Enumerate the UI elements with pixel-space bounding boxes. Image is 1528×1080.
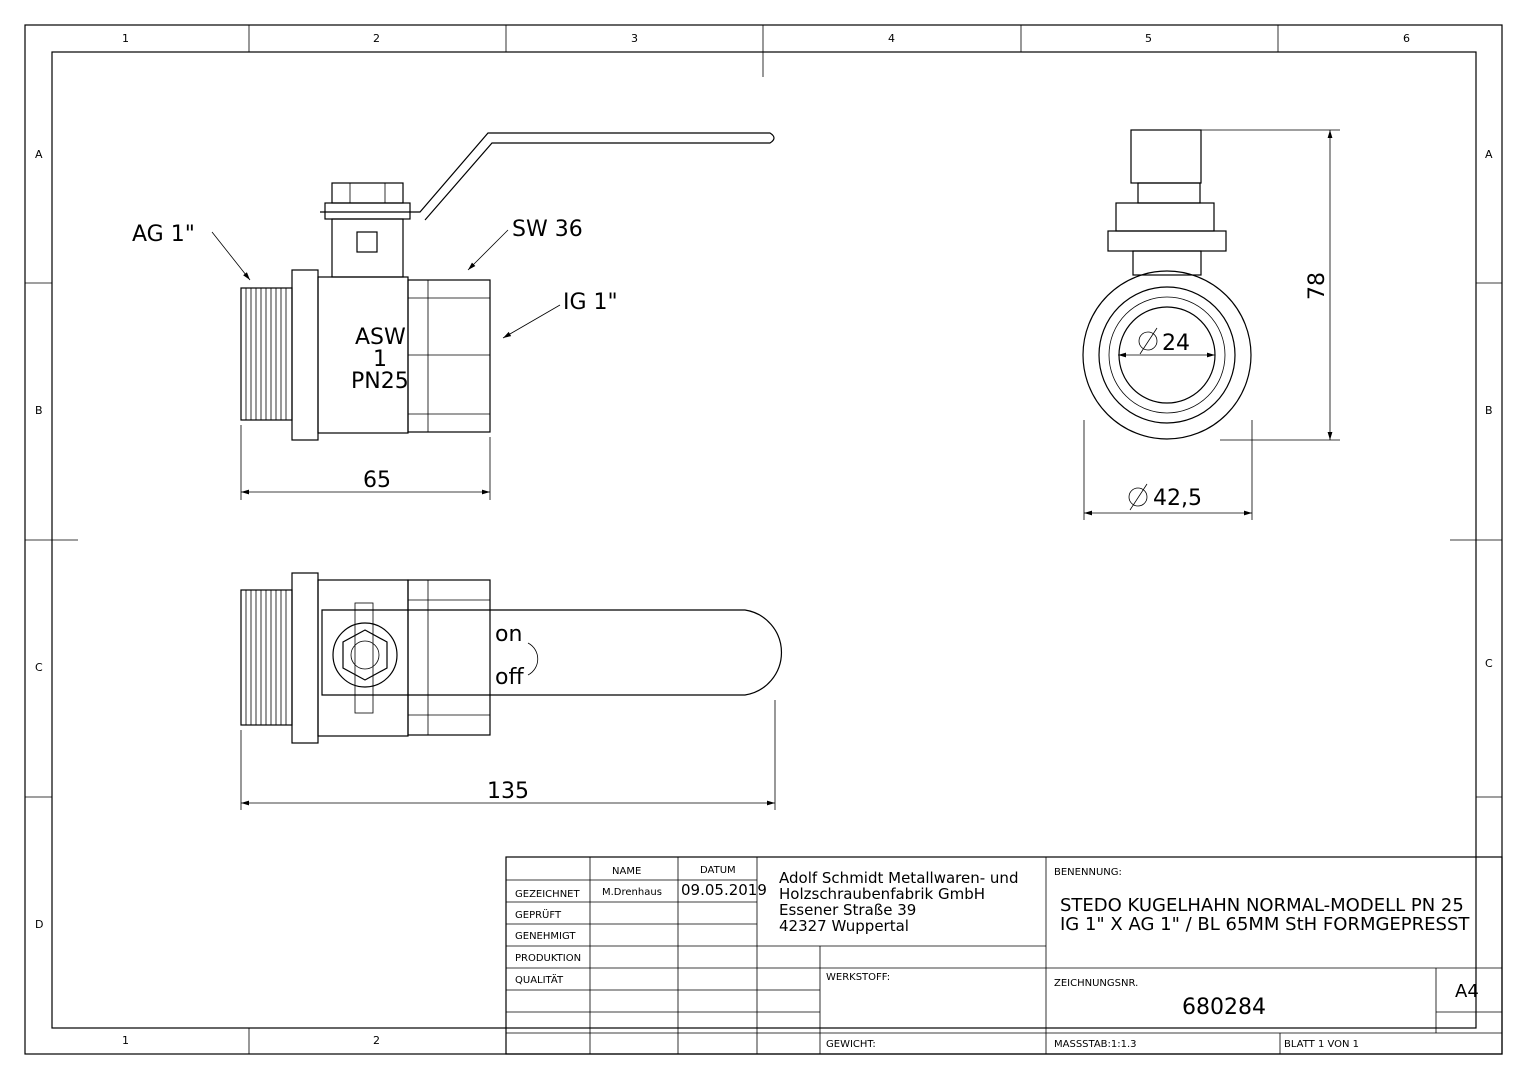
svg-text:42,5: 42,5 (1153, 486, 1202, 511)
svg-text:ZEICHNUNGSNR.: ZEICHNUNGSNR. (1054, 978, 1138, 989)
svg-text:GENEHMIGT: GENEHMIGT (515, 931, 576, 942)
svg-text:MASSSTAB:1:1.3: MASSSTAB:1:1.3 (1054, 1039, 1137, 1050)
svg-text:680284: 680284 (1182, 995, 1266, 1020)
svg-text:1: 1 (122, 32, 129, 45)
svg-text:off: off (495, 665, 524, 690)
svg-text:PN25: PN25 (351, 369, 409, 394)
svg-text:135: 135 (487, 779, 529, 804)
svg-text:NAME: NAME (612, 866, 641, 877)
svg-text:ASW: ASW (355, 325, 406, 350)
svg-text:4: 4 (888, 32, 895, 45)
svg-text:Adolf Schmidt Metallwaren- und: Adolf Schmidt Metallwaren- und (779, 869, 1018, 887)
svg-text:B: B (1485, 404, 1493, 417)
side-view: on off 135 (240, 572, 782, 810)
svg-text:GEPRÜFT: GEPRÜFT (515, 908, 562, 921)
svg-text:DATUM: DATUM (700, 865, 736, 876)
svg-text:65: 65 (363, 468, 391, 493)
svg-text:STEDO KUGELHAHN NORMAL-MODELL: STEDO KUGELHAHN NORMAL-MODELL PN 25 (1060, 895, 1464, 916)
svg-text:on: on (495, 622, 522, 647)
svg-text:C: C (1485, 657, 1493, 670)
svg-text:IG 1" X AG 1" / BL 65MM StH FO: IG 1" X AG 1" / BL 65MM StH FORMGEPRESST (1060, 914, 1470, 935)
zone-labels: 1 2 3 4 5 6 A B C D A B C 1 2 (35, 32, 1493, 1047)
svg-text:1: 1 (373, 347, 387, 372)
svg-text:M.Drenhaus: M.Drenhaus (602, 887, 662, 898)
title-block: NAME DATUM GEZEICHNET GEPRÜFT GENEHMIGT … (505, 856, 1503, 1055)
svg-text:GEZEICHNET: GEZEICHNET (515, 889, 580, 900)
svg-text:D: D (35, 918, 43, 931)
svg-text:A: A (35, 148, 43, 161)
svg-text:5: 5 (1145, 32, 1152, 45)
svg-text:A: A (1485, 148, 1493, 161)
svg-text:1: 1 (122, 1034, 129, 1047)
svg-text:BLATT 1 VON 1: BLATT 1 VON 1 (1284, 1039, 1359, 1050)
svg-text:78: 78 (1305, 272, 1330, 300)
svg-text:6: 6 (1403, 32, 1410, 45)
end-view: 78 24 42,5 (1082, 129, 1340, 520)
svg-text:09.05.2019: 09.05.2019 (681, 881, 767, 899)
svg-text:3: 3 (631, 32, 638, 45)
front-view: ASW 1 PN25 AG 1" SW 36 IG 1" 65 (132, 132, 775, 500)
svg-text:2: 2 (373, 1034, 380, 1047)
svg-text:AG 1": AG 1" (132, 222, 195, 247)
svg-text:BENENNUNG:: BENENNUNG: (1054, 867, 1122, 878)
svg-text:42327 Wuppertal: 42327 Wuppertal (779, 917, 909, 935)
svg-text:B: B (35, 404, 43, 417)
svg-text:SW 36: SW 36 (512, 217, 583, 242)
svg-text:IG 1": IG 1" (563, 290, 618, 315)
svg-text:PRODUKTION: PRODUKTION (515, 953, 581, 964)
svg-text:C: C (35, 661, 43, 674)
svg-text:GEWICHT:: GEWICHT: (826, 1039, 876, 1050)
svg-text:WERKSTOFF:: WERKSTOFF: (826, 972, 890, 983)
svg-text:A4: A4 (1455, 981, 1479, 1002)
svg-text:2: 2 (373, 32, 380, 45)
svg-text:24: 24 (1162, 331, 1190, 356)
svg-text:QUALITÄT: QUALITÄT (515, 973, 564, 986)
svg-text:Holzschraubenfabrik GmbH: Holzschraubenfabrik GmbH (779, 885, 985, 903)
svg-text:Essener Straße 39: Essener Straße 39 (779, 901, 916, 919)
